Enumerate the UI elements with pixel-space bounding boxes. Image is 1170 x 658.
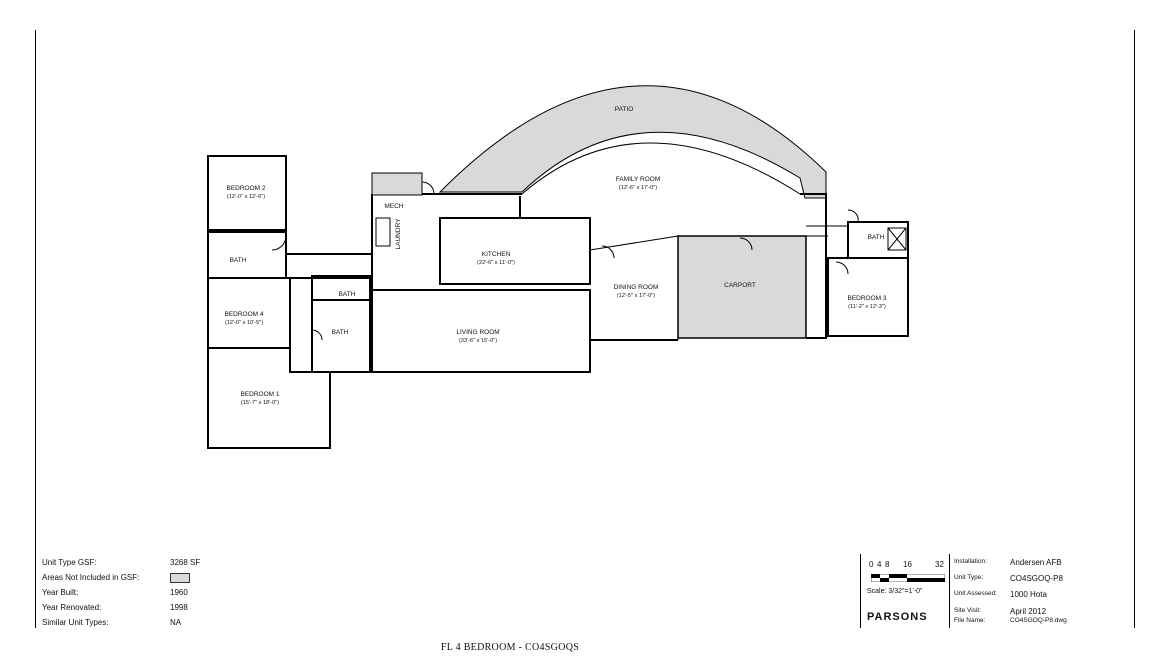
scale-text: Scale: 3/32"=1'-0" (867, 588, 923, 595)
bedroom-2-walls (207, 155, 287, 233)
door-swing (847, 209, 859, 223)
laundry-label: LAUNDRY (395, 218, 402, 250)
living-room-walls (371, 289, 678, 373)
door-swing (739, 237, 753, 251)
bedroom-4-label: BEDROOM 4 (224, 311, 263, 318)
door-swing (601, 245, 615, 259)
bedroom-1-walls (207, 348, 331, 449)
bedroom-4-walls (207, 277, 291, 349)
carport-label: CARPORT (724, 282, 756, 289)
page-border-right (1134, 30, 1135, 628)
family-room-dims: (12'-6" x 17'-0") (619, 185, 657, 191)
title-block: 0 4 8 16 32 Scale: 3/32"=1'-0" PARSONS I… (860, 554, 1132, 628)
laundry-fixture (375, 217, 391, 247)
patio-label: PATIO (615, 106, 634, 113)
bedroom-3-dims: (11'-2" x 12'-3") (848, 304, 886, 310)
page-border-left (35, 30, 36, 628)
carport-area (677, 235, 807, 339)
door-swing (311, 329, 323, 341)
brand-logo: PARSONS (867, 611, 928, 623)
info-row-similar: Similar Unit Types: NA (42, 618, 182, 627)
project-info-panel: Installation: Andersen AFB Unit Type: CO… (954, 558, 1067, 624)
shaded-area-swatch (170, 572, 190, 583)
family-room-arc (521, 142, 801, 195)
living-room-label: LIVING ROOM (456, 329, 499, 336)
info-row-not-included: Areas Not Included in GSF: (42, 570, 242, 585)
kitchen-dims: (22'-6" x 11'-0") (477, 260, 515, 266)
bedroom-2-dims: (12'-0" x 12'-6") (227, 194, 265, 200)
family-room-label: FAMILY ROOM (616, 176, 661, 183)
hall-walls (286, 253, 372, 279)
bedroom-4-dims: (12'-0" x 10'-5") (225, 320, 263, 326)
bath-c-walls (311, 299, 371, 373)
unit-info-table: Unit Type GSF: 3268 SF Areas Not Include… (42, 555, 242, 630)
mech-label: MECH (384, 203, 403, 210)
bedroom-1-dims: (15'-7" x 18'-0") (241, 400, 279, 406)
stair-lines (887, 227, 907, 251)
scale-panel: 0 4 8 16 32 Scale: 3/32"=1'-0" PARSONS (860, 554, 950, 628)
bath-b-label: BATH (339, 291, 356, 298)
bedroom-3-hall (806, 225, 848, 237)
family-room-walls (422, 193, 827, 339)
dining-room-dims: (12'-5" x 17'-0") (617, 293, 655, 299)
scale-bar (871, 574, 945, 582)
bedroom-3-label: BEDROOM 3 (847, 295, 886, 302)
stair-box (887, 227, 907, 251)
bedroom-1-label: BEDROOM 1 (240, 391, 279, 398)
door-swing (421, 181, 435, 195)
info-row-year-renovated: Year Renovated: 1998 (42, 603, 188, 612)
bath-a-walls (207, 229, 287, 279)
dining-room-walls (589, 235, 679, 340)
kitchen-walls (371, 194, 591, 290)
patio-strip-left (371, 172, 423, 196)
drawing-title: FL 4 BEDROOM - CO4SGOQS (440, 642, 580, 653)
patio-area (438, 85, 827, 199)
door-swing (835, 261, 849, 275)
living-room-dims: (33'-6" x 15'-0") (459, 338, 497, 344)
door-swing (271, 235, 287, 251)
info-row-year-built: Year Built: 1960 (42, 588, 188, 597)
bedroom-3-walls (827, 257, 909, 337)
info-row-gsf: Unit Type GSF: 3268 SF (42, 558, 201, 567)
bedroom-2-label: BEDROOM 2 (226, 185, 265, 192)
dining-room-label: DINING ROOM (614, 284, 659, 291)
kitchen-label: KITCHEN (482, 251, 511, 258)
bath-a-label: BATH (230, 257, 247, 264)
bath-c-label: BATH (332, 329, 349, 336)
bath-d-label: BATH (868, 234, 885, 241)
